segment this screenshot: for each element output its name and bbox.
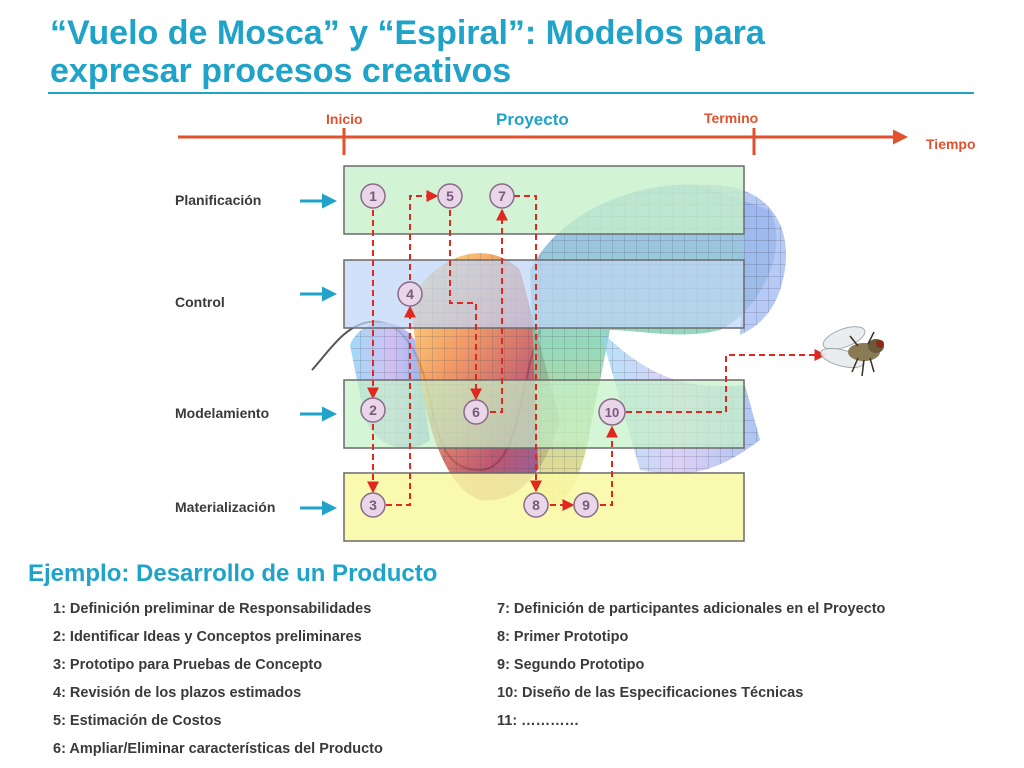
step-marker-7-label: 7 xyxy=(498,188,506,204)
step-marker-6-label: 6 xyxy=(472,404,480,420)
step-marker-6: 6 xyxy=(463,399,489,425)
step-marker-1: 1 xyxy=(360,183,386,209)
example-step-8: 8: Primer Prototipo xyxy=(497,629,629,645)
band-modelamiento xyxy=(343,379,745,449)
slide-title: “Vuelo de Mosca” y “Espiral”: Modelos pa… xyxy=(50,14,980,90)
path-4-to-5 xyxy=(409,190,439,280)
phase-label-modelamiento: Modelamiento xyxy=(175,405,269,421)
step-marker-10-label: 10 xyxy=(605,405,619,420)
phase-label-control: Control xyxy=(175,294,225,310)
phase-label-materializacion: Materialización xyxy=(175,499,275,515)
example-step-5: 5: Estimación de Costos xyxy=(53,713,222,729)
slide-title-line-1: “Vuelo de Mosca” y “Espiral”: Modelos pa… xyxy=(50,14,765,52)
slide-title-line-2: expresar procesos creativos xyxy=(50,52,512,90)
step-marker-7: 7 xyxy=(489,183,515,209)
path-5-to-6 xyxy=(449,210,482,401)
timeline-inicio-label: Inicio xyxy=(326,111,363,127)
example-title: Ejemplo: Desarrollo de un Producto xyxy=(28,560,438,587)
step-marker-5-label: 5 xyxy=(446,188,454,204)
example-steps-right: 7: Definición de participantes adicional… xyxy=(497,600,885,740)
process-path xyxy=(367,190,827,511)
step-marker-4: 4 xyxy=(397,281,423,307)
example-step-2: 2: Identificar Ideas y Conceptos prelimi… xyxy=(53,629,362,645)
timeline-tiempo-label: Tiempo xyxy=(926,136,976,152)
example-step-11: 11: ………… xyxy=(497,713,580,729)
timeline-termino-label: Termino xyxy=(704,110,758,126)
title-underline xyxy=(48,92,974,94)
step-marker-9: 9 xyxy=(573,492,599,518)
path-10-to-fly xyxy=(626,349,827,413)
step-marker-5: 5 xyxy=(437,183,463,209)
path-6-to-7 xyxy=(490,208,508,413)
path-7-to-8 xyxy=(514,195,542,493)
band-planificacion xyxy=(343,165,745,235)
example-step-4: 4: Revisión de los plazos estimados xyxy=(53,685,302,701)
step-marker-2: 2 xyxy=(360,397,386,423)
example-step-7: 7: Definición de participantes adicional… xyxy=(497,601,886,617)
path-9-to-10 xyxy=(600,425,618,506)
example-steps-left: 1: Definición preliminar de Responsabili… xyxy=(53,600,383,768)
step-marker-9-label: 9 xyxy=(582,497,590,513)
fly-icon xyxy=(820,326,884,377)
timeline-proyecto-label: Proyecto xyxy=(496,110,569,129)
example-step-10: 10: Diseño de las Especificaciones Técni… xyxy=(497,685,804,701)
phase-label-planificacion: Planificación xyxy=(175,192,261,208)
timeline: Inicio Proyecto Termino Tiempo xyxy=(178,110,976,155)
example-step-1: 1: Definición preliminar de Responsabili… xyxy=(53,601,372,617)
step-marker-8-label: 8 xyxy=(532,497,540,513)
example-step-6: 6: Ampliar/Eliminar características del … xyxy=(53,741,383,757)
step-markers: 1 2 3 4 5 6 7 8 xyxy=(360,183,626,518)
step-marker-8: 8 xyxy=(523,492,549,518)
path-3-to-4 xyxy=(386,305,416,506)
example-step-9: 9: Segundo Prototipo xyxy=(497,657,645,673)
step-marker-2-label: 2 xyxy=(369,402,377,418)
step-marker-10: 10 xyxy=(598,398,626,426)
step-marker-3: 3 xyxy=(360,492,386,518)
step-marker-4-label: 4 xyxy=(406,286,414,302)
example-step-3: 3: Prototipo para Pruebas de Concepto xyxy=(53,657,323,673)
step-marker-1-label: 1 xyxy=(369,188,377,204)
phase-labels: Planificación Control Modelamiento Mater… xyxy=(175,192,337,516)
step-marker-3-label: 3 xyxy=(369,497,377,513)
